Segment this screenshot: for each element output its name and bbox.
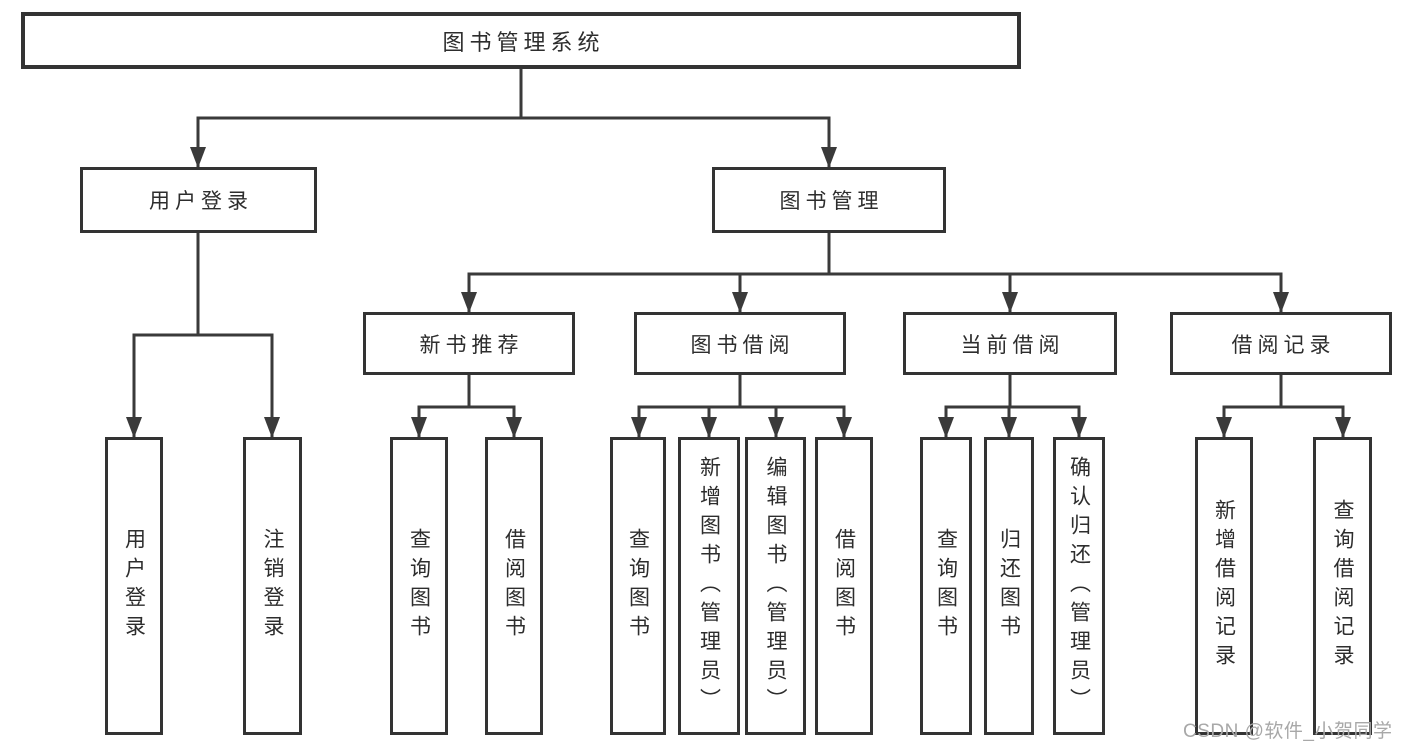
- node-new-book-recommend-label: 新书推荐: [419, 333, 524, 357]
- leaf-logout-label: 注销登录: [261, 528, 284, 644]
- leaf-borrow-books-recommend: 借阅图书: [485, 437, 543, 735]
- leaf-query-books-current: 查询图书: [920, 437, 972, 735]
- leaf-add-book-admin: 新增图书（管理员）: [678, 437, 740, 735]
- leaf-query-books-recommend: 查询图书: [390, 437, 448, 735]
- node-borrowing-records: 借阅记录: [1170, 312, 1392, 375]
- node-book-borrowing: 图书借阅: [634, 312, 846, 375]
- node-current-borrowing: 当前借阅: [903, 312, 1117, 375]
- watermark: CSDN @软件_小贺同学: [1183, 721, 1393, 742]
- leaf-query-books-current-label: 查询图书: [934, 528, 958, 644]
- leaf-edit-book-admin: 编辑图书（管理员）: [745, 437, 806, 735]
- leaf-return-book-label: 归还图书: [997, 528, 1021, 644]
- node-library-system-label: 图书管理系统: [442, 29, 605, 55]
- leaf-query-books-borrowing-label: 查询图书: [626, 528, 650, 644]
- node-book-borrowing-label: 图书借阅: [690, 333, 795, 357]
- leaf-borrow-books-borrowing-label: 借阅图书: [832, 528, 856, 644]
- leaf-add-book-admin-label: 新增图书（管理员）: [697, 455, 721, 717]
- node-library-system: 图书管理系统: [21, 12, 1021, 69]
- leaf-query-books-borrowing: 查询图书: [610, 437, 666, 735]
- leaf-borrow-books-recommend-label: 借阅图书: [502, 528, 526, 644]
- leaf-query-borrow-record-label: 查询借阅记录: [1331, 499, 1354, 673]
- leaf-query-borrow-record: 查询借阅记录: [1313, 437, 1372, 735]
- leaf-confirm-return-admin: 确认归还（管理员）: [1053, 437, 1105, 735]
- leaf-query-books-recommend-label: 查询图书: [407, 528, 431, 644]
- node-book-management-label: 图书管理: [779, 190, 884, 213]
- leaf-add-borrow-record: 新增借阅记录: [1195, 437, 1253, 735]
- leaf-add-borrow-record-label: 新增借阅记录: [1212, 499, 1236, 673]
- leaf-confirm-return-admin-label: 确认归还（管理员）: [1067, 455, 1091, 717]
- leaf-return-book: 归还图书: [984, 437, 1034, 735]
- node-borrowing-records-label: 借阅记录: [1231, 333, 1336, 357]
- leaf-edit-book-admin-label: 编辑图书（管理员）: [764, 455, 787, 717]
- leaf-borrow-books-borrowing: 借阅图书: [815, 437, 873, 735]
- node-new-book-recommend: 新书推荐: [363, 312, 575, 375]
- leaf-logout: 注销登录: [243, 437, 302, 735]
- node-book-management: 图书管理: [712, 167, 946, 233]
- node-current-borrowing-label: 当前借阅: [960, 333, 1065, 357]
- leaf-user-login: 用户登录: [105, 437, 163, 735]
- node-user-login-label: 用户登录: [149, 190, 253, 213]
- leaf-user-login-label: 用户登录: [122, 528, 146, 644]
- node-user-login: 用户登录: [80, 167, 317, 233]
